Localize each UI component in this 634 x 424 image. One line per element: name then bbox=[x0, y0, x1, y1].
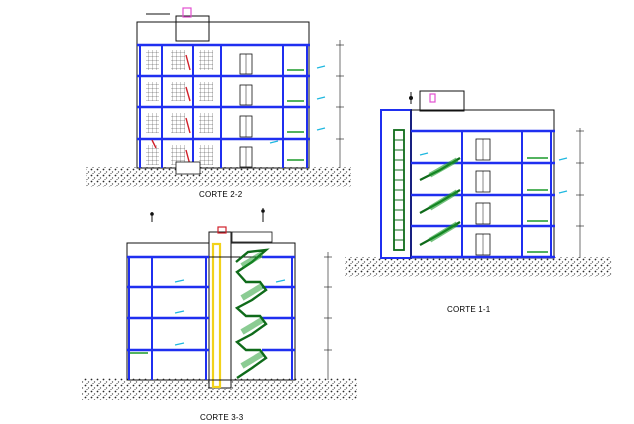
section-corte-2-2 bbox=[86, 7, 351, 187]
ground-hatch bbox=[86, 167, 351, 187]
section-corte-1-1 bbox=[345, 90, 612, 277]
building-outline bbox=[136, 21, 310, 169]
ground-hatch bbox=[345, 257, 612, 277]
ground-hatch bbox=[82, 378, 357, 400]
window-grids bbox=[146, 50, 213, 165]
section-corte-3-3 bbox=[82, 208, 357, 400]
roof-pink-mark bbox=[182, 7, 192, 18]
stair-yellow-core bbox=[211, 242, 222, 389]
section-label-corte-2-2: CORTE 2-2 bbox=[199, 190, 243, 199]
section-label-corte-3-3: CORTE 3-3 bbox=[200, 413, 244, 422]
section-label-corte-1-1: CORTE 1-1 bbox=[447, 305, 491, 314]
roof-tank bbox=[175, 15, 210, 42]
